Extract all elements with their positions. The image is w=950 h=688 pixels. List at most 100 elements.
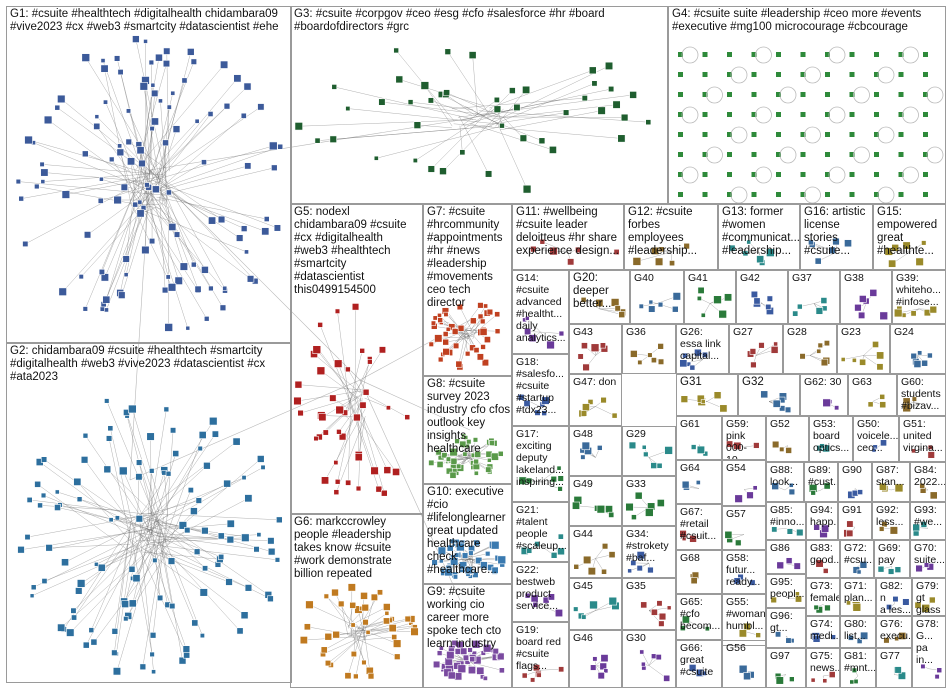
group-label: G69: pay: [878, 542, 901, 566]
group-panel-g81: G81: #mnt...: [840, 648, 876, 688]
avatar-node-icon: [383, 603, 391, 611]
avatar-node-icon: [746, 491, 754, 499]
edge-line: [106, 400, 164, 536]
node-icon: [898, 152, 904, 157]
avatar-node-icon: [524, 592, 531, 599]
self-loop-icon: [926, 146, 944, 164]
avatar-node-icon: [351, 303, 360, 311]
avatar-node-icon: [590, 664, 597, 671]
edge-line: [364, 397, 389, 408]
edge-line: [300, 397, 353, 414]
avatar-node-icon: [114, 515, 120, 521]
group-label: G95: peopl...: [770, 576, 805, 600]
avatar-node-icon: [187, 487, 194, 494]
avatar-node-icon: [536, 672, 542, 678]
node-icon: [751, 172, 757, 177]
edge-line: [492, 104, 617, 120]
group-panel-g3: G3: #csuite #corpgov #ceo #esg #cfo #sal…: [290, 6, 668, 204]
avatar-node-icon: [599, 342, 606, 349]
avatar-node-icon: [40, 168, 49, 177]
avatar-node-icon: [557, 486, 563, 492]
avatar-node-icon: [655, 654, 662, 661]
avatar-node-icon: [879, 482, 887, 491]
avatar-node-icon: [220, 60, 229, 69]
avatar-node-icon: [733, 577, 741, 585]
edge-line: [29, 499, 145, 515]
edge-line: [430, 100, 473, 116]
avatar-node-icon: [902, 598, 910, 606]
avatar-node-icon: [856, 638, 863, 644]
avatar-node-icon: [577, 353, 584, 360]
avatar-node-icon: [634, 491, 643, 500]
group-panel-g87: G87: stan...: [872, 462, 910, 502]
edge-line: [326, 596, 360, 628]
edge-line: [139, 113, 211, 208]
avatar-node-icon: [735, 539, 742, 547]
cross-group-edge: [129, 169, 151, 481]
avatar-node-icon: [152, 185, 160, 194]
group-panel-g94: G94: happ...: [806, 502, 838, 540]
edge-line: [446, 92, 503, 118]
avatar-node-icon: [151, 89, 159, 97]
avatar-node-icon: [178, 656, 187, 665]
avatar-node-icon: [696, 295, 702, 301]
avatar-node-icon: [672, 305, 679, 313]
group-panel-g48: G48: [569, 426, 622, 476]
group-label: G16: artistic license stories #csuite...: [804, 206, 866, 257]
edge-line: [131, 523, 144, 570]
node-icon: [923, 192, 928, 197]
avatar-node-icon: [184, 527, 191, 534]
self-loop-icon: [902, 46, 919, 64]
avatar-node-icon: [121, 600, 129, 608]
avatar-node-icon: [581, 342, 588, 350]
node-icon: [898, 132, 904, 137]
avatar-node-icon: [920, 663, 926, 669]
avatar-node-icon: [226, 519, 235, 528]
group-panel-g12: G12: #csuite forbes employees #leadershi…: [624, 204, 718, 270]
avatar-node-icon: [78, 274, 84, 280]
avatar-node-icon: [897, 671, 906, 680]
group-label: G49: [573, 478, 593, 490]
avatar-node-icon: [202, 565, 209, 572]
edge-line: [356, 396, 385, 494]
group-panel-g69: G69: pay: [874, 540, 910, 578]
avatar-node-icon: [600, 396, 607, 404]
avatar-node-icon: [620, 113, 629, 122]
edge-line: [159, 168, 225, 289]
group-label: G22: bestweb product service...: [516, 564, 559, 612]
avatar-node-icon: [679, 530, 687, 538]
edge-line: [106, 203, 136, 300]
edge-line: [141, 513, 280, 521]
edge-line: [320, 370, 362, 401]
avatar-node-icon: [473, 458, 479, 465]
avatar-node-icon: [490, 540, 500, 550]
avatar-node-icon: [313, 435, 319, 442]
avatar-node-icon: [17, 546, 25, 554]
group-panel-g16: G16: artistic license stories #csuite...: [800, 204, 873, 270]
node-icon: [800, 92, 806, 97]
avatar-node-icon: [702, 351, 708, 358]
node-icon: [776, 72, 781, 77]
edge-line: [755, 343, 776, 356]
avatar-node-icon: [45, 544, 53, 552]
group-panel-g33: G33: [622, 476, 676, 526]
avatar-node-icon: [902, 403, 911, 413]
edge-line: [359, 636, 395, 641]
avatar-node-icon: [469, 656, 476, 663]
avatar-node-icon: [575, 246, 582, 254]
avatar-node-icon: [608, 85, 615, 93]
avatar-node-icon: [165, 274, 171, 280]
edge-line: [146, 543, 278, 561]
group-panel-g71: G71: plan...: [840, 578, 876, 616]
avatar-node-icon: [293, 396, 302, 406]
avatar-node-icon: [497, 450, 504, 457]
group-panel-g62: G62: 30: [800, 374, 848, 416]
avatar-node-icon: [880, 439, 887, 447]
edge-line: [146, 472, 165, 531]
node-icon: [800, 52, 806, 57]
edge-line: [101, 538, 169, 568]
avatar-node-icon: [81, 53, 91, 62]
edge-line: [137, 476, 140, 518]
node-icon: [702, 152, 708, 157]
avatar-node-icon: [303, 623, 311, 631]
